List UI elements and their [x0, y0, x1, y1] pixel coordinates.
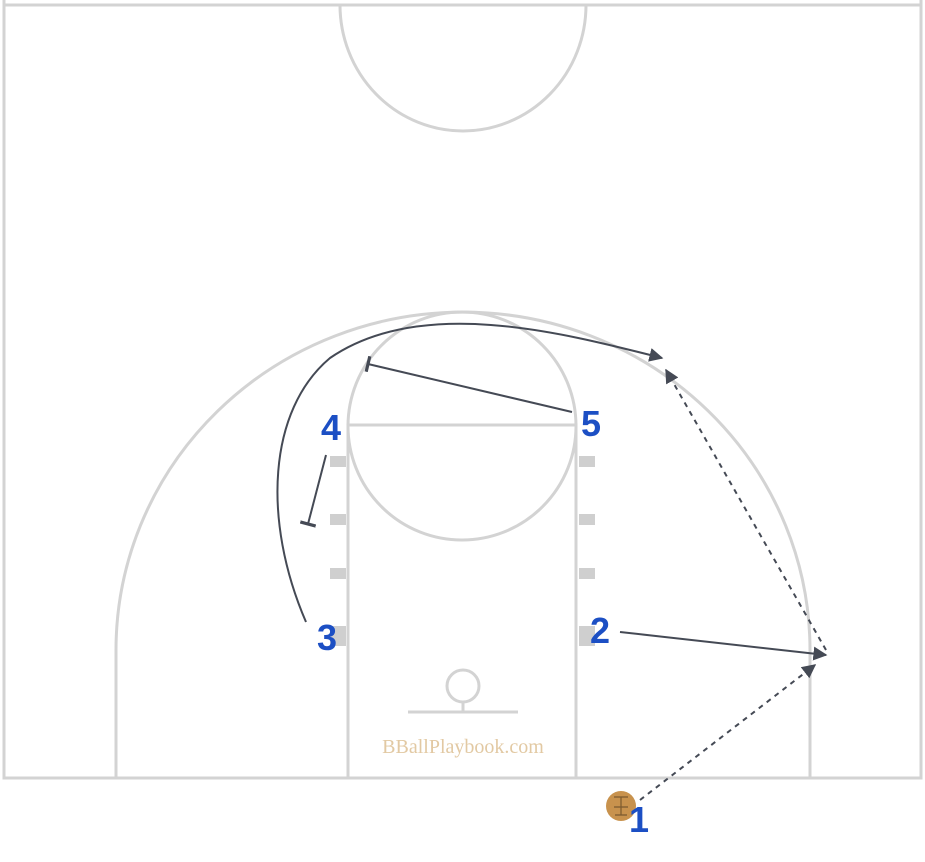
- lane-block-left-3: [330, 568, 346, 579]
- play-actions: [276, 322, 828, 801]
- basketball-icon: [606, 791, 636, 821]
- rim: [445, 668, 481, 704]
- court-lines: [2, 0, 923, 780]
- court-boundary: [2, 0, 923, 780]
- free-throw-circle: [346, 310, 578, 542]
- lane-block-left-2: [330, 514, 346, 525]
- player-2[interactable]: 2: [590, 610, 610, 651]
- center-circle: [338, 4, 588, 133]
- player-1[interactable]: 1: [629, 799, 649, 840]
- screen-4: [299, 454, 327, 528]
- watermark: BBallPlaybook.com: [382, 736, 544, 758]
- screen-5: [364, 355, 573, 413]
- player-3[interactable]: 3: [317, 617, 337, 658]
- player-5[interactable]: 5: [581, 403, 601, 444]
- lane-block-right-4: [579, 626, 595, 646]
- pass-wing-to-top: [665, 368, 827, 651]
- cut-2-to-wing: [619, 631, 828, 661]
- pass-1-to-wing: [639, 664, 817, 801]
- lane-block-right-3: [579, 568, 595, 579]
- lane-block-left-1: [330, 456, 346, 467]
- player-4[interactable]: 4: [321, 407, 341, 448]
- lane-block-right-1: [579, 456, 595, 467]
- cut-3-curl: [276, 322, 664, 623]
- free-throw-lane: [346, 423, 578, 780]
- lane-block-left-4: [330, 626, 346, 646]
- lane-block-right-2: [579, 514, 595, 525]
